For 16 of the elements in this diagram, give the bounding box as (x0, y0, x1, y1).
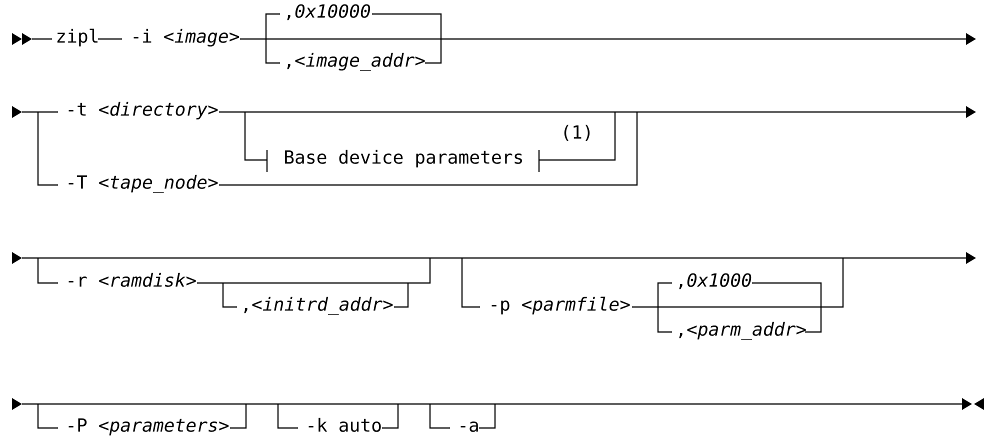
syntax-option: ,<initrd_addr> (244, 296, 393, 315)
syntax-option: ,<parm_addr> (679, 322, 806, 340)
syntax-option: -t <directory> (68, 102, 218, 120)
command-name: zipl (57, 28, 98, 46)
syntax-option: -a (460, 422, 478, 432)
default-value: ,0x1000 (679, 273, 752, 290)
default-value: ,0x10000 (287, 4, 370, 20)
footnote-number: (1) (564, 124, 590, 142)
syntax-option: ,<image_addr> (287, 52, 425, 71)
syntax-option: -k auto (308, 418, 381, 432)
syntax-option: -p <parmfile> (492, 296, 630, 314)
syntax-option: -i <image> (134, 28, 239, 47)
syntax-option: -P <parameters> (68, 418, 229, 436)
fragment-reference: Base device parameters (285, 150, 522, 168)
syntax-option: -T <tape_node> (68, 174, 218, 193)
syntax-option: -r <ramdisk> (68, 272, 196, 287)
